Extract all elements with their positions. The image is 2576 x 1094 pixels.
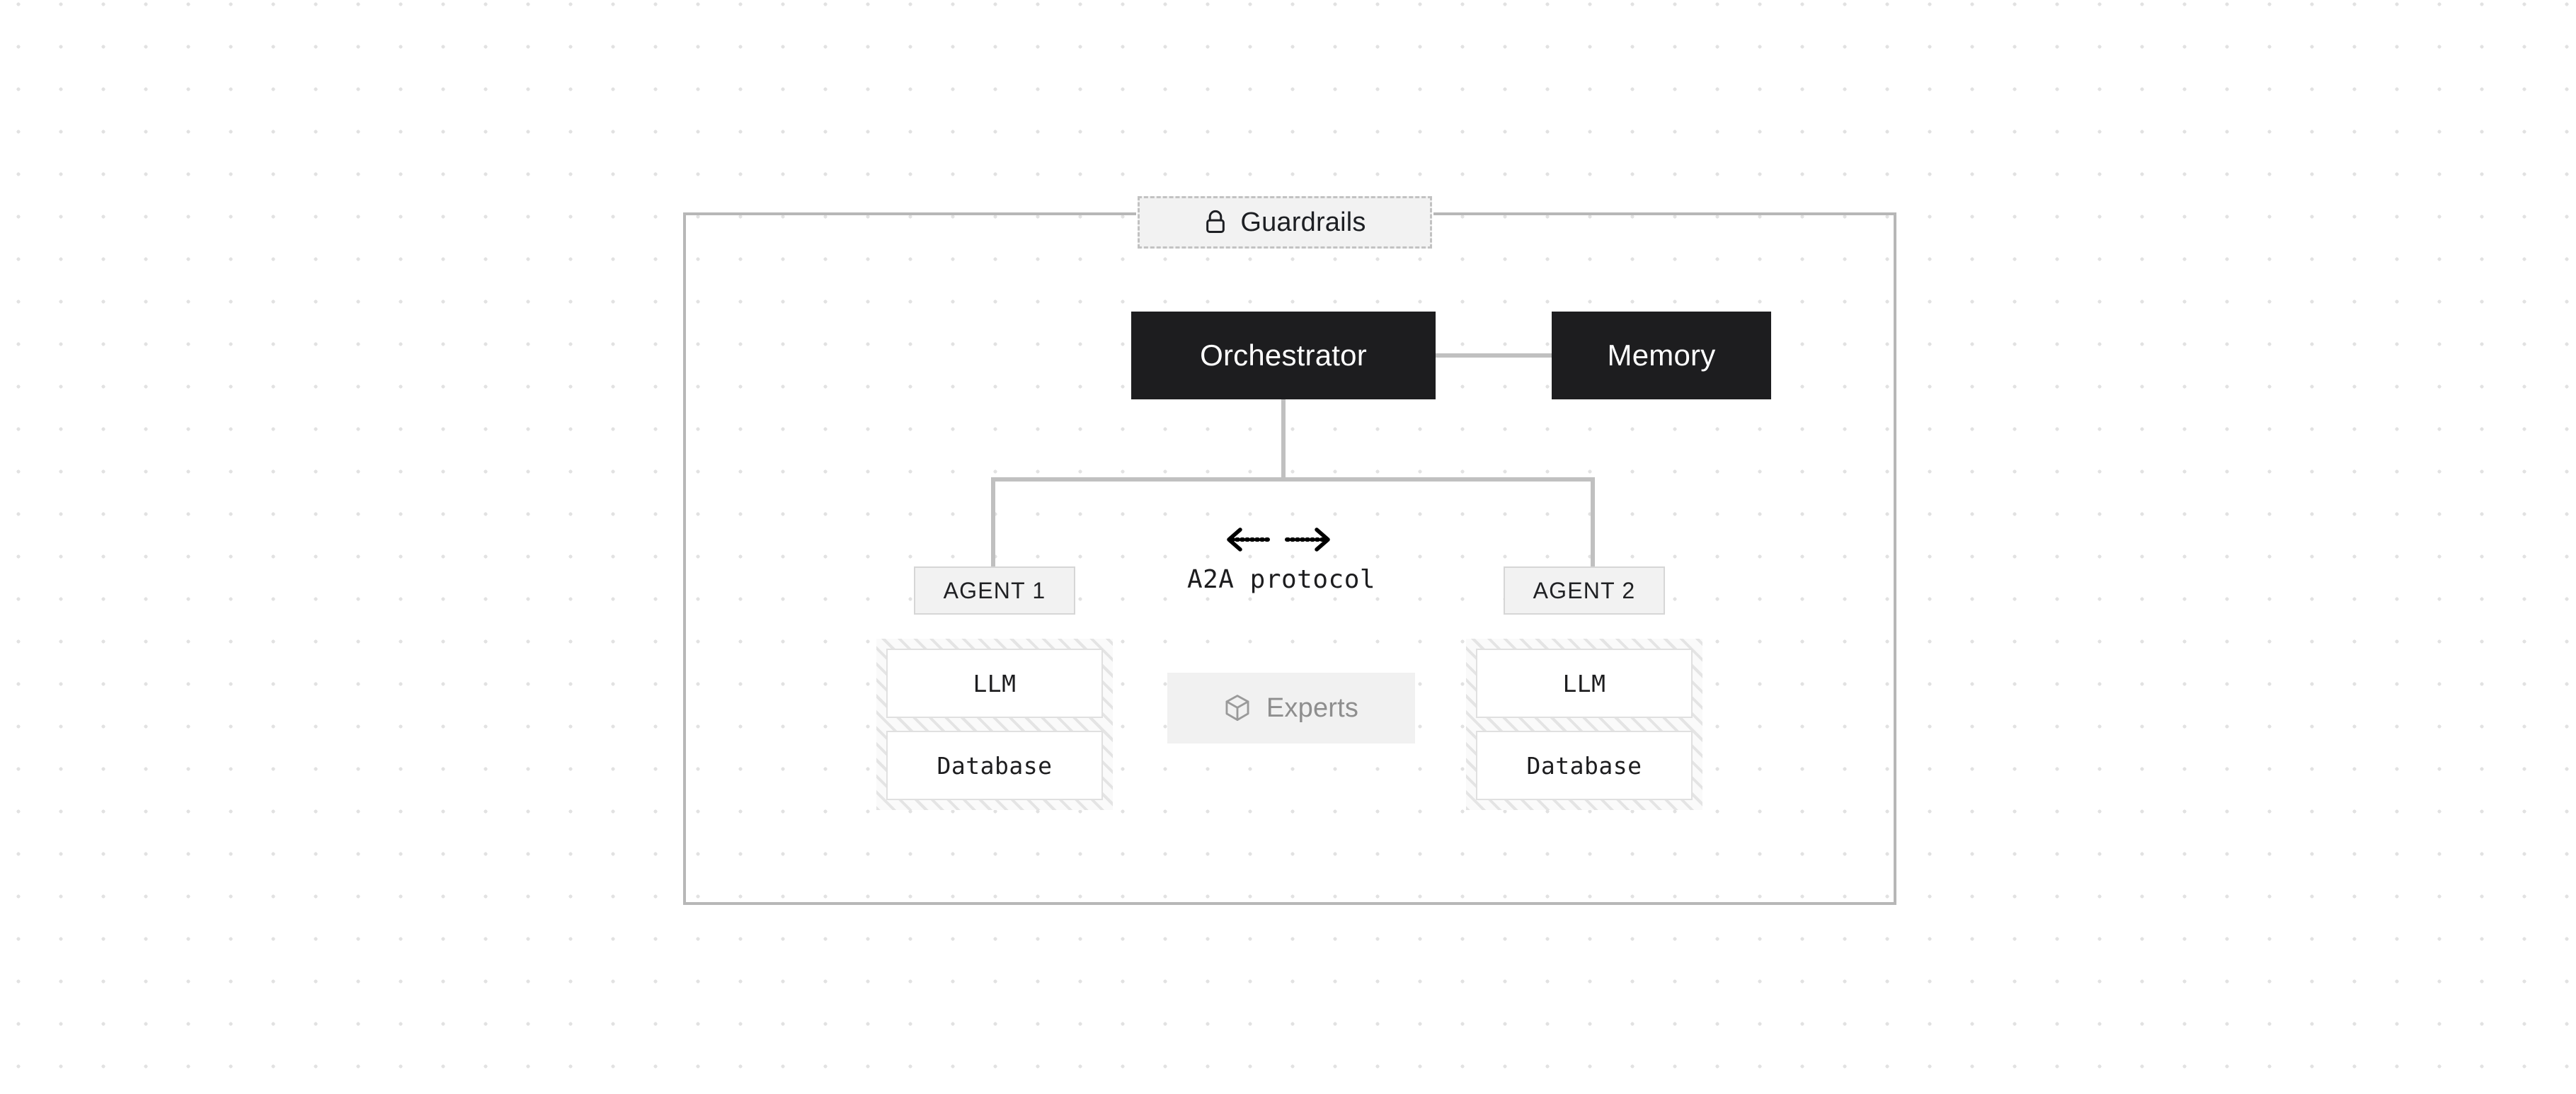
agent-2-label: AGENT 2: [1533, 577, 1636, 603]
agent-1-chip[interactable]: AGENT 1: [914, 566, 1075, 615]
agent-1-llm-label: LLM: [973, 669, 1017, 697]
connector-bus-agent-1: [991, 477, 995, 571]
guardrails-badge[interactable]: Guardrails: [1138, 196, 1432, 249]
lock-icon: [1203, 208, 1227, 237]
agent-2-llm-box[interactable]: LLM: [1476, 649, 1693, 718]
agent-1-database-box[interactable]: Database: [886, 731, 1103, 800]
memory-label: Memory: [1607, 338, 1716, 372]
agent-2-database-box[interactable]: Database: [1476, 731, 1693, 800]
node-memory[interactable]: Memory: [1552, 312, 1771, 399]
connector-orchestrator-bus: [1281, 399, 1286, 482]
agent-1-llm-box[interactable]: LLM: [886, 649, 1103, 718]
agent-2-llm-label: LLM: [1562, 669, 1606, 697]
agent-2-body: LLM Database: [1466, 639, 1702, 810]
a2a-protocol-label: A2A protocol: [1186, 565, 1376, 594]
node-orchestrator[interactable]: Orchestrator: [1131, 312, 1436, 399]
guardrails-label: Guardrails: [1240, 207, 1366, 237]
agent-1-body: LLM Database: [876, 639, 1113, 810]
connector-bus-agent-2: [1591, 477, 1595, 571]
bidirectional-dotted-arrow-icon: [1222, 525, 1335, 554]
connector-orchestrator-memory: [1436, 353, 1552, 358]
cube-icon: [1224, 693, 1251, 723]
agent-2-chip[interactable]: AGENT 2: [1504, 566, 1665, 615]
connector-agent-bus: [991, 477, 1595, 482]
orchestrator-label: Orchestrator: [1200, 338, 1367, 372]
agent-1-database-label: Database: [937, 751, 1053, 780]
experts-box[interactable]: Experts: [1167, 673, 1415, 743]
agent-2-database-label: Database: [1526, 751, 1642, 780]
experts-label: Experts: [1266, 693, 1359, 723]
agent-1-label: AGENT 1: [943, 577, 1046, 603]
